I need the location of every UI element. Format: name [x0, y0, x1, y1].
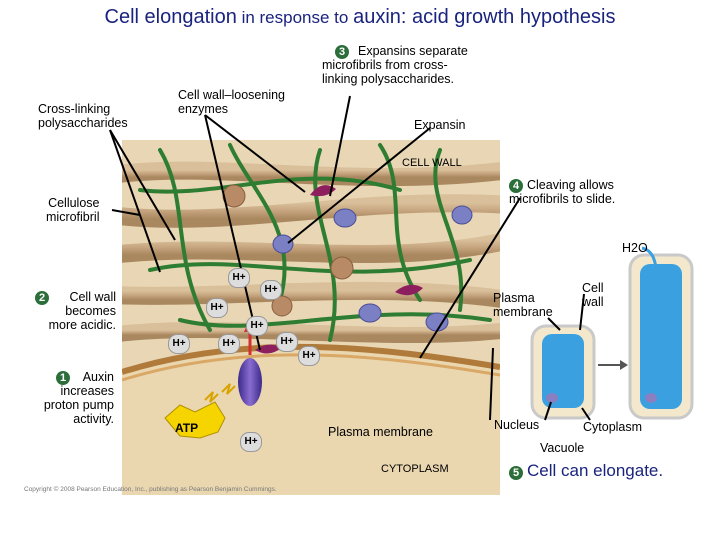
proton-1: H+ — [228, 268, 250, 288]
elongating-cell-diagram-large — [628, 253, 694, 420]
water-uptake-arrow — [641, 246, 658, 286]
page-title: Cell elongation in response to auxin: ac… — [0, 6, 720, 29]
step-5: 5 Cell can elongate. — [509, 461, 664, 480]
proton-9: H+ — [240, 432, 262, 452]
loosening-enzymes-label: Cell wall–loosening enzymes — [178, 88, 286, 116]
expansin-label: Expansin — [414, 118, 466, 132]
step-2: 2 — [35, 290, 53, 305]
cytoplasm-bottom-label: CYTOPLASM — [381, 463, 449, 475]
expansin-proteins — [272, 205, 473, 332]
proton-8: H+ — [298, 346, 320, 366]
title-part-4: acid growth hypothesis — [406, 6, 616, 28]
crosslinking-label: Cross-linking polysaccharides — [38, 102, 128, 130]
atp-label: ATP — [175, 421, 199, 435]
step-4: 4 — [509, 178, 527, 193]
step-3: 3 — [335, 44, 353, 59]
cell-wall-right-label: Cell wall — [582, 281, 604, 309]
step-1-text: Auxin increases proton pump activity. — [43, 370, 114, 426]
step-2-badge: 2 — [35, 291, 49, 305]
step-4-badge: 4 — [509, 179, 523, 193]
copyright-notice: Copyright © 2008 Pearson Education, Inc.… — [24, 486, 277, 493]
wall-loosening-enzymes — [255, 185, 423, 354]
step-5-text: Cell can elongate. — [527, 461, 664, 480]
vacuole-label: Vacuole — [540, 441, 585, 455]
atp-burst — [164, 383, 236, 439]
step-3-badge: 3 — [335, 45, 349, 59]
proton-3: H+ — [206, 298, 228, 318]
elongating-cell-diagram-small — [530, 324, 596, 420]
title-part-2: in response to — [236, 8, 354, 27]
step-1-badge: 1 — [56, 371, 70, 385]
plasma-membrane-bottom-label: Plasma membrane — [328, 425, 433, 439]
proton-2: H+ — [260, 280, 282, 300]
title-part-3: auxin: — [353, 6, 407, 28]
plasma-membrane-right-label: Plasma membrane — [493, 291, 553, 319]
leader-lines — [109, 95, 591, 421]
step-5-badge: 5 — [509, 466, 523, 480]
cell-wall-label: CELL WALL — [402, 157, 462, 169]
cellulose-label: Cellulose microfibril — [46, 196, 100, 224]
proton-6: H+ — [218, 334, 240, 354]
cytoplasm-right-label: Cytoplasm — [583, 420, 643, 434]
title-part-1: Cell elongation — [104, 6, 237, 28]
proton-5: H+ — [168, 334, 190, 354]
step-1: 1 — [56, 370, 74, 385]
cytoplasm-region — [122, 344, 500, 495]
nucleus-label: Nucleus — [494, 418, 540, 432]
proton-4: H+ — [246, 316, 268, 336]
step-2-text: Cell wall becomes more acidic. — [48, 290, 116, 332]
step-3-text: Expansins separate microfibrils from cro… — [322, 44, 468, 86]
proton-7: H+ — [276, 332, 298, 352]
step-4-text: Cleaving allows microfibrils to slide. — [509, 178, 616, 206]
h2o-label: H2O — [622, 241, 648, 255]
